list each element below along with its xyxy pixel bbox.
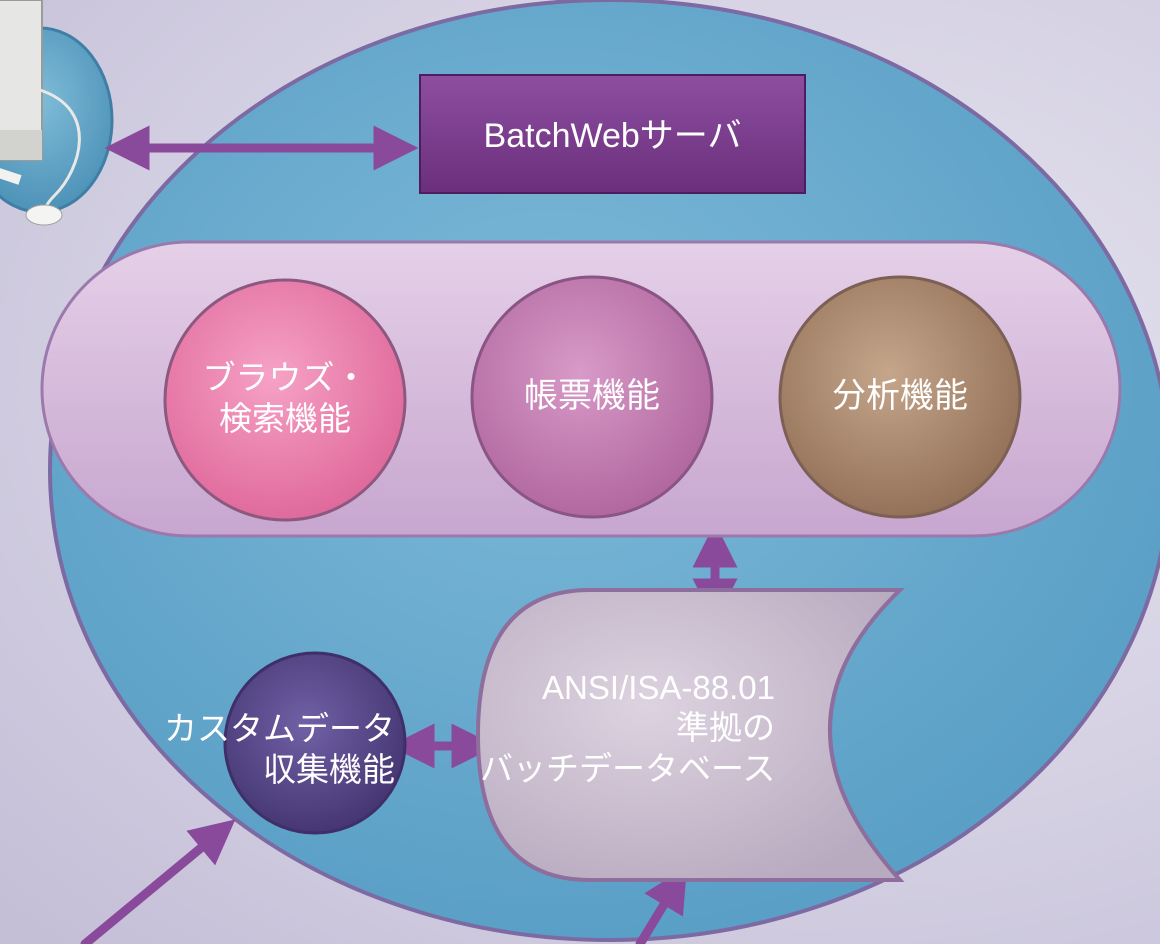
analysis-node: [778, 275, 1022, 519]
custom-collection-label: カスタムデータ 収集機能: [164, 710, 395, 789]
server-label: BatchWebサーバ: [483, 117, 742, 155]
database-label: ANSI/ISA-88.01 準拠の バッチデータベース: [480, 669, 776, 787]
server-box: [419, 74, 806, 194]
browse-search-label: ブラウズ・ 検索機能: [202, 359, 368, 438]
report-node: [470, 275, 714, 519]
report-label: 帳票機能: [524, 377, 660, 415]
computer-terminal-icon: [0, 0, 114, 226]
custom-collection-node: [223, 651, 407, 835]
browse-search-node: [163, 278, 407, 522]
input-arrow-right: [635, 866, 687, 944]
batch-database-shape: [475, 588, 905, 882]
input-arrow-left: [80, 819, 236, 944]
analysis-label: 分析機能: [832, 377, 968, 415]
